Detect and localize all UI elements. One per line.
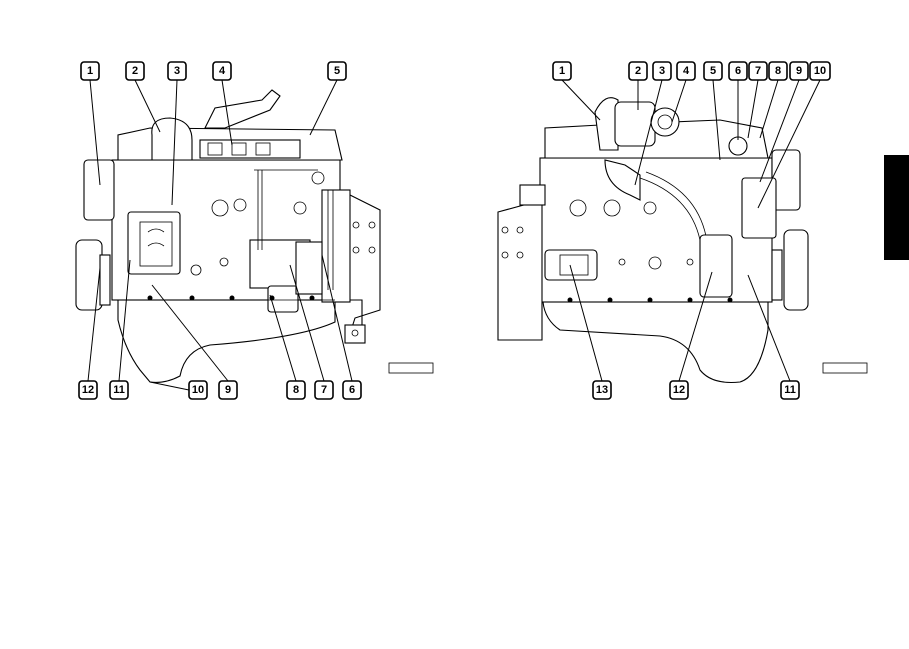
svg-text:12: 12: [673, 384, 685, 396]
svg-text:12: 12: [82, 384, 94, 396]
svg-text:11: 11: [784, 384, 796, 396]
right-callout-2: 2: [628, 61, 648, 81]
svg-text:9: 9: [225, 384, 231, 396]
svg-text:4: 4: [683, 65, 690, 77]
svg-text:1: 1: [87, 65, 93, 77]
svg-text:8: 8: [775, 65, 781, 77]
svg-text:6: 6: [349, 384, 355, 396]
left-callout-4: 4: [212, 61, 232, 81]
right-figure-reference-box: [822, 362, 868, 374]
svg-text:4: 4: [219, 65, 226, 77]
left-callout-2: 2: [125, 61, 145, 81]
right-callout-3: 3: [652, 61, 672, 81]
right-callout-4: 4: [676, 61, 696, 81]
right-callout-13: 13: [592, 380, 612, 400]
svg-text:13: 13: [596, 384, 608, 396]
svg-text:6: 6: [735, 65, 741, 77]
svg-text:7: 7: [755, 65, 761, 77]
right-callout-9: 9: [789, 61, 809, 81]
svg-text:2: 2: [132, 65, 138, 77]
left-callout-5: 5: [327, 61, 347, 81]
right-callout-10: 10: [809, 61, 831, 81]
svg-text:3: 3: [659, 65, 665, 77]
right-callout-11: 11: [780, 380, 800, 400]
right-leader-lines: [561, 79, 821, 382]
right-callout-1: 1: [552, 61, 572, 81]
left-callout-10: 10: [188, 380, 208, 400]
left-leader-lines: [87, 79, 353, 391]
svg-text:5: 5: [334, 65, 340, 77]
left-callout-6: 6: [342, 380, 362, 400]
left-callout-8: 8: [286, 380, 306, 400]
right-callout-8: 8: [768, 61, 788, 81]
section-tab-marker: [884, 155, 909, 260]
right-callout-6: 6: [728, 61, 748, 81]
right-callout-7: 7: [748, 61, 768, 81]
right-callout-5: 5: [703, 61, 723, 81]
svg-text:3: 3: [174, 65, 180, 77]
left-engine-drawing: [75, 89, 381, 383]
svg-text:2: 2: [635, 65, 641, 77]
left-callouts: 1 2 3 4 5 12 11 10 9 8 7 6: [78, 61, 362, 400]
left-callout-3: 3: [167, 61, 187, 81]
svg-text:10: 10: [814, 65, 826, 77]
svg-text:11: 11: [113, 384, 125, 396]
left-callout-12: 12: [78, 380, 98, 400]
left-callout-11: 11: [109, 380, 129, 400]
right-engine-drawing: [497, 97, 809, 384]
left-callout-1: 1: [80, 61, 100, 81]
svg-text:8: 8: [293, 384, 299, 396]
right-callouts: 1 2 3 4 5 6 7 8 9 10 13 12 11: [552, 61, 831, 400]
left-figure-reference-box: [388, 362, 434, 374]
left-callout-9: 9: [218, 380, 238, 400]
svg-text:5: 5: [710, 65, 716, 77]
svg-text:9: 9: [796, 65, 802, 77]
svg-text:1: 1: [559, 65, 565, 77]
svg-text:7: 7: [321, 384, 327, 396]
right-callout-12: 12: [669, 380, 689, 400]
svg-text:10: 10: [192, 384, 204, 396]
left-callout-7: 7: [314, 380, 334, 400]
